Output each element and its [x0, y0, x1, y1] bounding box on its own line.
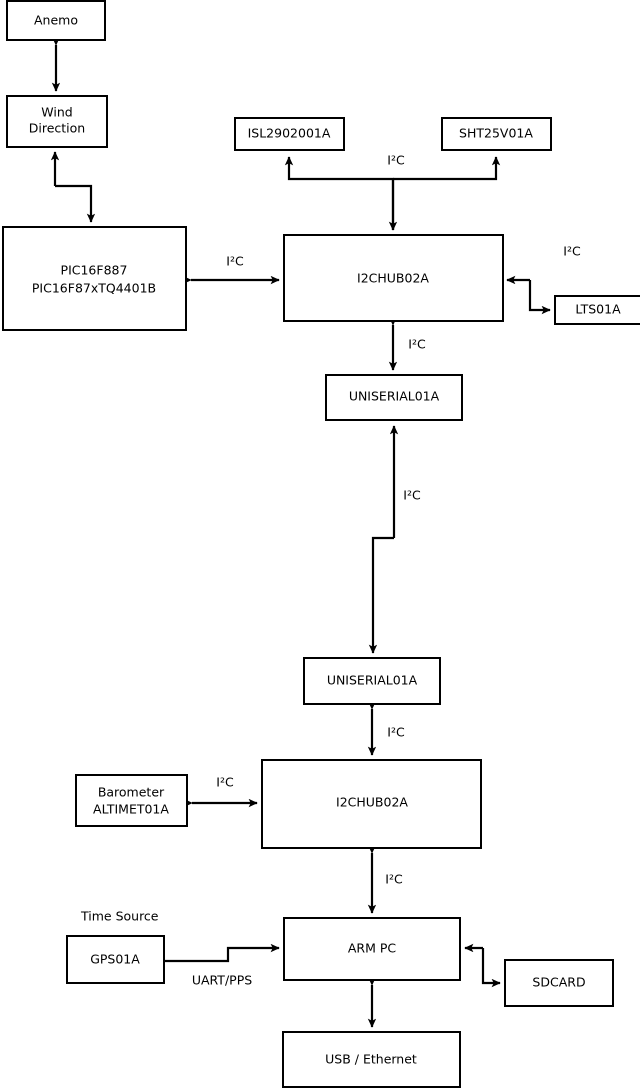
edge-label-baro-hub2: I²C	[216, 775, 234, 790]
edge-label-hub-sensors: I²C	[387, 153, 405, 168]
node-label-hub-top: I2CHUB02A	[357, 271, 429, 286]
node-uniserial01a-bottom[interactable]: UNISERIAL01A	[303, 657, 441, 705]
edge-pic-hub: I²C	[182, 254, 280, 285]
node-barometer[interactable]: Barometer ALTIMET01A	[75, 774, 188, 827]
edge-baro-hub2: I²C	[183, 775, 258, 808]
node-wind-direction[interactable]: Wind Direction	[6, 95, 108, 148]
node-label-gps: GPS01A	[90, 952, 140, 967]
edge-uni-hub2: I²C	[367, 700, 405, 756]
node-anemo[interactable]: Anemo	[6, 0, 106, 41]
node-label-anemo: Anemo	[34, 13, 78, 28]
edge-hub-isl	[284, 156, 395, 230]
edge-label-pic-hub: I²C	[226, 254, 244, 269]
edge-label-uni-hub2: I²C	[387, 725, 405, 740]
edge-gps-arm-line	[165, 943, 280, 963]
node-label-hub-bottom: I2CHUB02A	[336, 795, 408, 810]
label-time-source: Time Source	[80, 909, 159, 924]
edge-label-gps-arm: UART/PPS	[192, 973, 252, 988]
edge-hub-sht	[393, 156, 501, 181]
edge-hub-sensors: I²C	[284, 153, 501, 231]
edge-label-hub-uni: I²C	[408, 337, 426, 352]
edge-uni-uni-down	[368, 536, 394, 654]
node-label-baro-line2: ALTIMET01A	[93, 802, 169, 817]
node-isl2902001a[interactable]: ISL2902001A	[234, 117, 345, 151]
edge-label-hub-lts: I²C	[563, 244, 581, 259]
node-lts01a[interactable]: LTS01A	[554, 295, 640, 325]
edge-hub-lts-out	[528, 280, 551, 315]
node-label-uni-bottom: UNISERIAL01A	[327, 673, 418, 688]
edge-wind-pic-down	[55, 184, 96, 223]
edge-label-uni-uni: I²C	[403, 488, 421, 503]
node-label-arm: ARM PC	[348, 941, 397, 956]
node-sdcard[interactable]: SDCARD	[504, 959, 614, 1007]
node-usb-ethernet[interactable]: USB / Ethernet	[282, 1031, 461, 1088]
node-label-lts: LTS01A	[575, 302, 621, 317]
edge-wind-pic	[50, 151, 96, 223]
edge-hub-uni: I²C	[388, 316, 426, 371]
edge-arm-sdcard	[464, 943, 501, 988]
node-gps01a[interactable]: GPS01A	[66, 935, 165, 984]
node-label-uni-top: UNISERIAL01A	[349, 389, 440, 404]
node-i2chub02a-bottom[interactable]: I2CHUB02A	[261, 759, 482, 849]
node-pic[interactable]: PIC16F887 PIC16F87xTQ4401B	[2, 226, 187, 331]
node-label-pic-line2: PIC16F87xTQ4401B	[32, 281, 156, 296]
edge-uni-uni: I²C	[368, 425, 421, 654]
node-label-isl: ISL2902001A	[248, 126, 331, 141]
node-label-wind-line1: Wind	[41, 105, 72, 120]
node-label-wind-line2: Direction	[29, 121, 85, 136]
node-label-pic-line1: PIC16F887	[61, 263, 128, 278]
edge-label-hub2-arm: I²C	[385, 872, 403, 887]
edge-hub2-arm: I²C	[367, 844, 403, 914]
node-label-usbeth: USB / Ethernet	[325, 1052, 417, 1067]
edge-arm-sdcard-out	[481, 948, 501, 988]
edge-hub-lts: I²C	[506, 244, 581, 315]
node-uniserial01a-top[interactable]: UNISERIAL01A	[325, 374, 463, 421]
node-label-baro-line1: Barometer	[98, 785, 165, 800]
node-label-sht: SHT25V01A	[459, 126, 533, 141]
node-i2chub02a-top[interactable]: I2CHUB02A	[283, 234, 504, 322]
node-arm-pc[interactable]: ARM PC	[283, 917, 461, 981]
node-sht25v01a[interactable]: SHT25V01A	[441, 117, 552, 151]
edge-gps-arm: UART/PPS	[165, 943, 280, 988]
node-label-sdcard: SDCARD	[532, 975, 585, 990]
